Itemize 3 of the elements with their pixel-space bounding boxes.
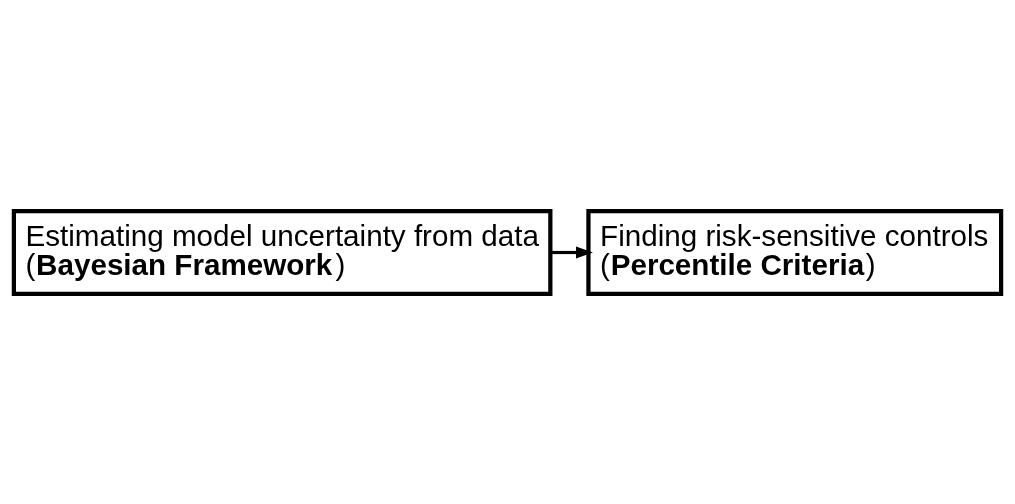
- arrow: [550, 246, 593, 258]
- node-box: Estimating model uncertainty from data (Bayesian Framework): [11, 208, 553, 296]
- node-box: Finding risk-sensitive controls (Percentile Criteria): [586, 208, 1004, 296]
